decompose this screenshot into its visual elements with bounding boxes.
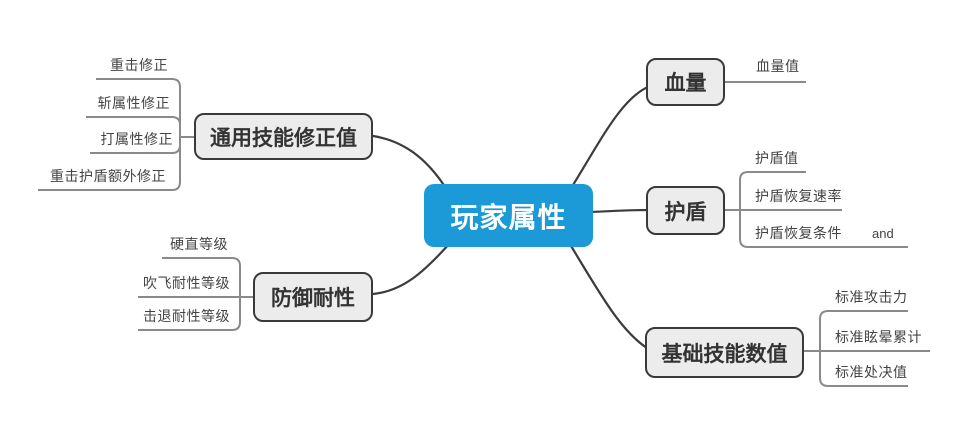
leaf-shield-recovery-rate[interactable]: 护盾恢复速率 — [755, 188, 842, 204]
leaf-strike-attr-modifier[interactable]: 打属性修正 — [100, 131, 173, 147]
leaf-heavy-hit-modifier[interactable]: 重击修正 — [110, 57, 168, 73]
connector-general-child-4 — [38, 136, 196, 191]
branch-defense-resistance[interactable]: 防御耐性 — [253, 272, 373, 322]
leaf-standard-attack-power[interactable]: 标准攻击力 — [835, 289, 908, 305]
branch-general-modifiers[interactable]: 通用技能修正值 — [194, 113, 373, 160]
connector-base-child-3 — [803, 350, 908, 387]
leaf-standard-execution-value[interactable]: 标准处决值 — [835, 364, 908, 380]
connector-shield-child-1 — [724, 171, 806, 211]
connector-defense-child-1 — [162, 257, 254, 298]
branch-base-skill-values[interactable]: 基础技能数值 — [645, 327, 804, 378]
connector-base-child-1 — [803, 310, 908, 352]
connector-center-defense — [371, 241, 452, 296]
leaf-shield-value[interactable]: 护盾值 — [755, 150, 799, 166]
leaf-stagger-level[interactable]: 硬直等级 — [170, 236, 228, 252]
branch-health[interactable]: 血量 — [646, 58, 725, 106]
leaf-standard-stun-accumulation[interactable]: 标准眩晕累计 — [835, 329, 922, 345]
connector-shield-child-3 — [724, 209, 908, 248]
central-topic[interactable]: 玩家属性 — [424, 184, 593, 247]
leaf-heavy-hit-shield-extra-modifier[interactable]: 重击护盾额外修正 — [50, 168, 166, 184]
leaf-shield-recovery-condition[interactable]: 护盾恢复条件 — [755, 225, 842, 241]
leaf-health-value[interactable]: 血量值 — [756, 58, 800, 74]
connector-general-child-2 — [86, 116, 196, 138]
connector-defense-child-3 — [138, 296, 254, 331]
leaf-knockback-resistance-level[interactable]: 击退耐性等级 — [143, 308, 230, 324]
connector-general-child-1 — [96, 78, 196, 138]
connector-center-base — [563, 234, 652, 352]
leaf-shield-recovery-and[interactable]: and — [872, 226, 894, 241]
connector-center-shield — [588, 208, 652, 214]
leaf-slash-attr-modifier[interactable]: 斩属性修正 — [97, 95, 170, 111]
connector-center-health — [563, 84, 652, 200]
leaf-knockup-resistance-level[interactable]: 吹飞耐性等级 — [143, 275, 230, 291]
branch-shield[interactable]: 护盾 — [646, 186, 725, 235]
